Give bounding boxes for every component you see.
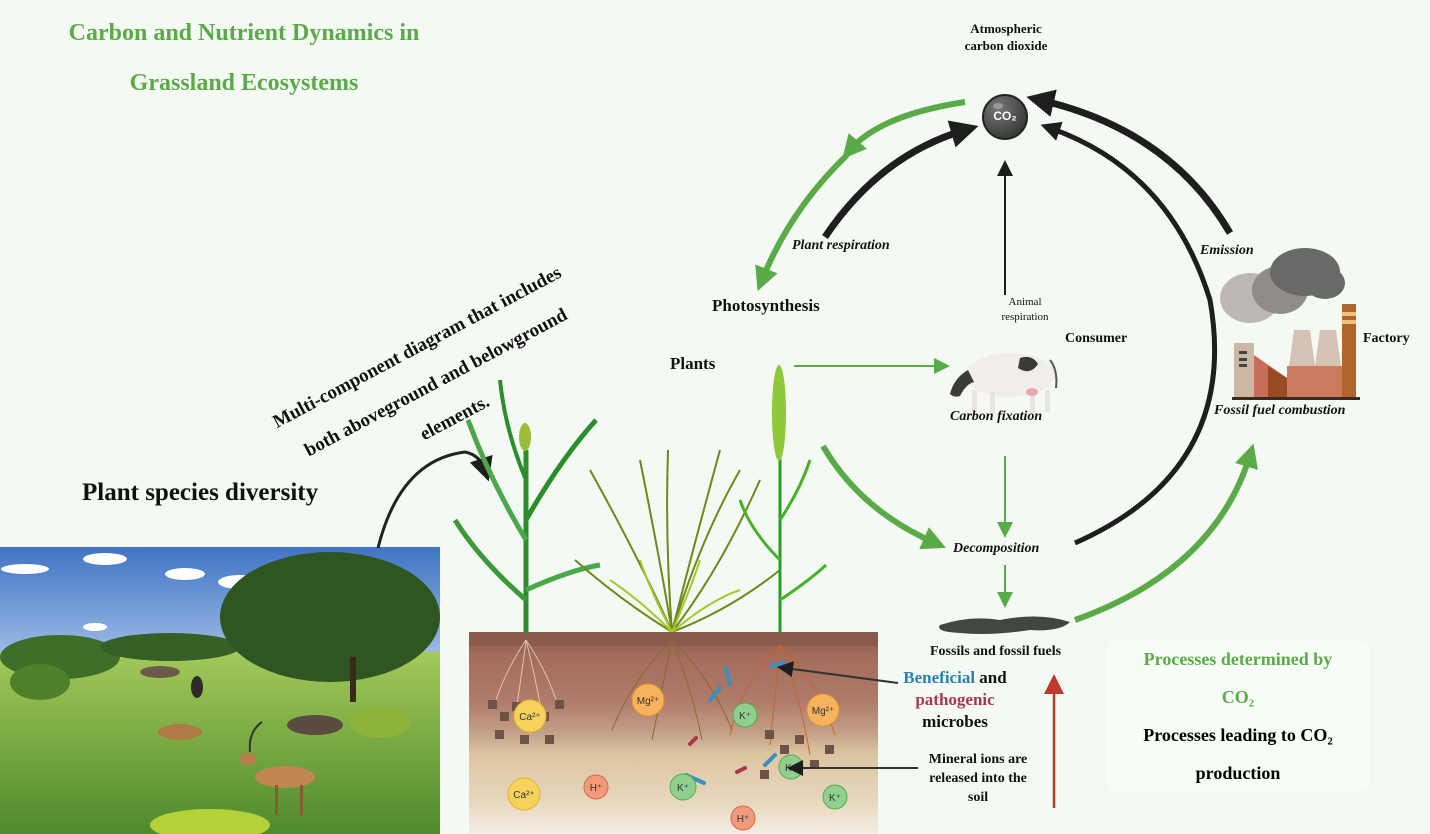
legend-green-line-1: Processes determined by [1143,649,1333,669]
svg-text:H⁺: H⁺ [590,783,603,794]
ion-k-2: K⁺ [669,773,697,801]
decomposition-label: Decomposition [953,541,1040,556]
title-line-2: Grassland Ecosystems [129,70,359,96]
svg-text:K⁺: K⁺ [739,711,751,722]
and-text: and [975,668,1007,687]
plant-respiration-label: Plant respiration [792,238,890,253]
svg-text:H⁺: H⁺ [737,814,750,825]
fossils-label: Fossils and fossil fuels [930,644,1062,659]
plant-respiration-arrow [822,120,979,239]
svg-text:Mg²⁺: Mg²⁺ [812,706,835,717]
legend-green-line-2: CO₂ [1221,687,1255,707]
minerals-line-1: Mineral ions are [928,752,1028,767]
plants-to-decomposition-arrow [820,444,946,550]
co2-node [982,94,1028,140]
factory-label: Factory [1363,331,1410,346]
atmosphere-label-line-1: Atmospheric [970,21,1042,36]
ion-k-1: K⁺ [732,702,758,728]
legend-black-line-2: production [1195,763,1281,783]
animal-respiration-line-2: respiration [1001,311,1049,323]
animal-respiration-label: Animal respiration [985,295,1065,325]
carbon-fixation-label: Carbon fixation [950,409,1043,424]
fossil-fuel-blob [939,616,1070,634]
atmosphere-label-line-2: carbon dioxide [964,38,1048,53]
fossil-fuel-combustion-label: Fossil fuel combustion [1214,403,1346,418]
legend-box: Processes determined by CO₂ Processes le… [1106,640,1370,792]
title-line-1: Carbon and Nutrient Dynamics in [68,20,420,46]
soil-cross-section: Mg²⁺ Ca²⁺ Mg²⁺ K⁺ Ca²⁺ H⁺ K⁺ H⁺ K⁺ K⁺ [469,632,878,834]
minerals-line-3: soil [967,790,989,805]
ion-h-2: H⁺ [730,805,756,831]
svg-text:Ca²⁺: Ca²⁺ [513,790,534,801]
photosynthesis-arrow-2 [755,152,850,292]
ion-ca-2: Ca²⁺ [507,777,541,811]
ion-h-1: H⁺ [583,774,609,800]
minerals-line-2: released into the [929,771,1027,786]
ion-mg-1: Mg²⁺ [631,683,665,717]
microbes-pointer [777,661,899,684]
emission-label: Emission [1200,243,1254,258]
minerals-label: Mineral ions are released into the soil [913,750,1043,807]
decomposition-emission-arrow [1040,121,1218,546]
plant-diversity-label: Plant species diversity [82,479,319,506]
svg-text:K⁺: K⁺ [829,793,841,804]
cow-illustration [950,353,1058,414]
savanna-photo [0,547,440,834]
co2-node-label: CO₂ [993,109,1017,123]
pathogenic-text: pathogenic [915,690,995,709]
ion-k-3: K⁺ [822,784,848,810]
microbes-label: Beneficial and pathogenic microbes [895,667,1015,733]
microbes-text: microbes [922,712,988,731]
beneficial-text: Beneficial [903,668,976,687]
photo-to-plants-arrow [376,450,493,549]
plants-label: Plants [670,354,716,373]
ion-ca-1: Ca²⁺ [513,699,547,733]
svg-text:K⁺: K⁺ [677,783,689,794]
photosynthesis-label: Photosynthesis [712,296,820,315]
photosynthesis-arrow [842,99,966,160]
legend-black-line-1: Processes leading to CO₂ [1143,725,1333,745]
atmosphere-label: Atmospheric carbon dioxide [956,20,1056,54]
animal-respiration-line-1: Animal [1008,296,1042,308]
factory-illustration [1220,248,1360,400]
plant-illustrations [452,365,828,635]
fossil-to-factory-arrow [1073,443,1258,623]
ion-mg-2: Mg²⁺ [806,693,840,727]
svg-text:Ca²⁺: Ca²⁺ [519,712,540,723]
svg-text:Mg²⁺: Mg²⁺ [637,696,660,707]
emission-arrow-outer [1026,89,1234,235]
consumer-label: Consumer [1065,331,1128,346]
